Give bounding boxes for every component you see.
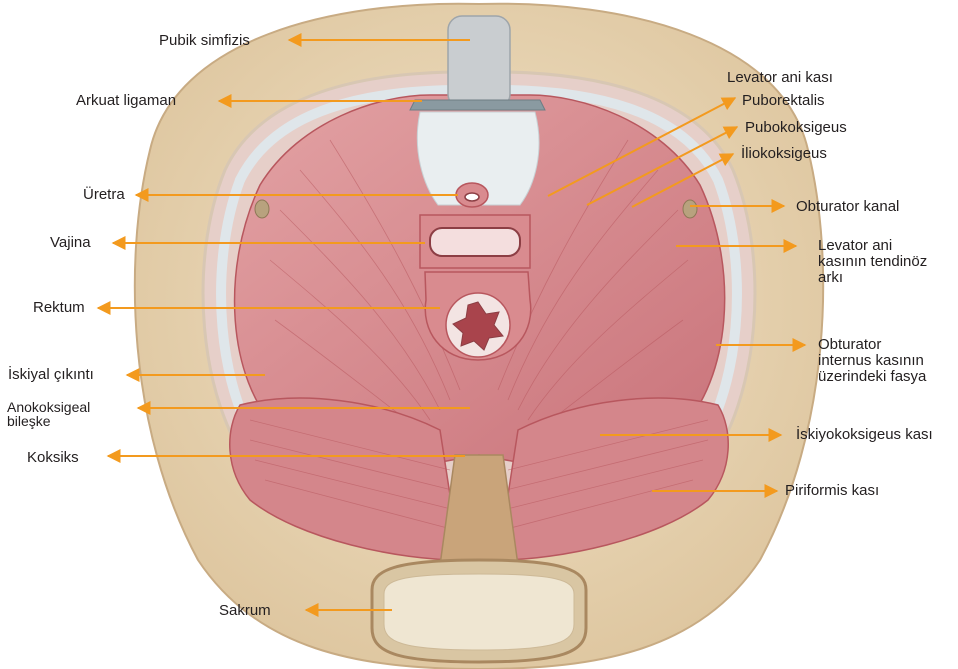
label-obturator-fascia: Obturator internus kasının üzerindeki fa… [818,337,926,385]
label-ischial-spine: İskiyal çıkıntı [8,367,94,383]
label-puborectalis: Puborektalis [742,93,825,109]
label-ischiococcygeus: İskiyokoksigeus kası [796,427,933,443]
label-coccyx: Koksiks [27,450,79,466]
label-rectum: Rektum [33,300,85,316]
arcuate-ligament [410,100,545,110]
label-pubococcygeus: Pubokoksigeus [745,120,847,136]
label-pubic-symphysis: Pubik simfizis [159,33,250,49]
pubic-symphysis [448,16,510,108]
label-obturator-canal: Obturator kanal [796,199,899,215]
label-arcuate-ligament: Arkuat ligaman [76,93,176,109]
vagina [420,215,530,268]
label-sacrum: Sakrum [219,603,271,619]
label-iliococcygeus: İliokoksigeus [741,146,827,162]
label-urethra: Üretra [83,187,125,203]
rectum [425,272,531,360]
label-vagina: Vajina [50,235,91,251]
label-tendinous-arch: Levator ani kasının tendinöz arkı [818,238,927,286]
urethra [456,183,488,207]
label-anococcygeal: Anokoksigeal bileşke [7,400,90,428]
label-levator-ani: Levator ani kası [727,70,833,86]
label-piriformis: Piriformis kası [785,483,879,499]
sacrum [372,560,586,662]
